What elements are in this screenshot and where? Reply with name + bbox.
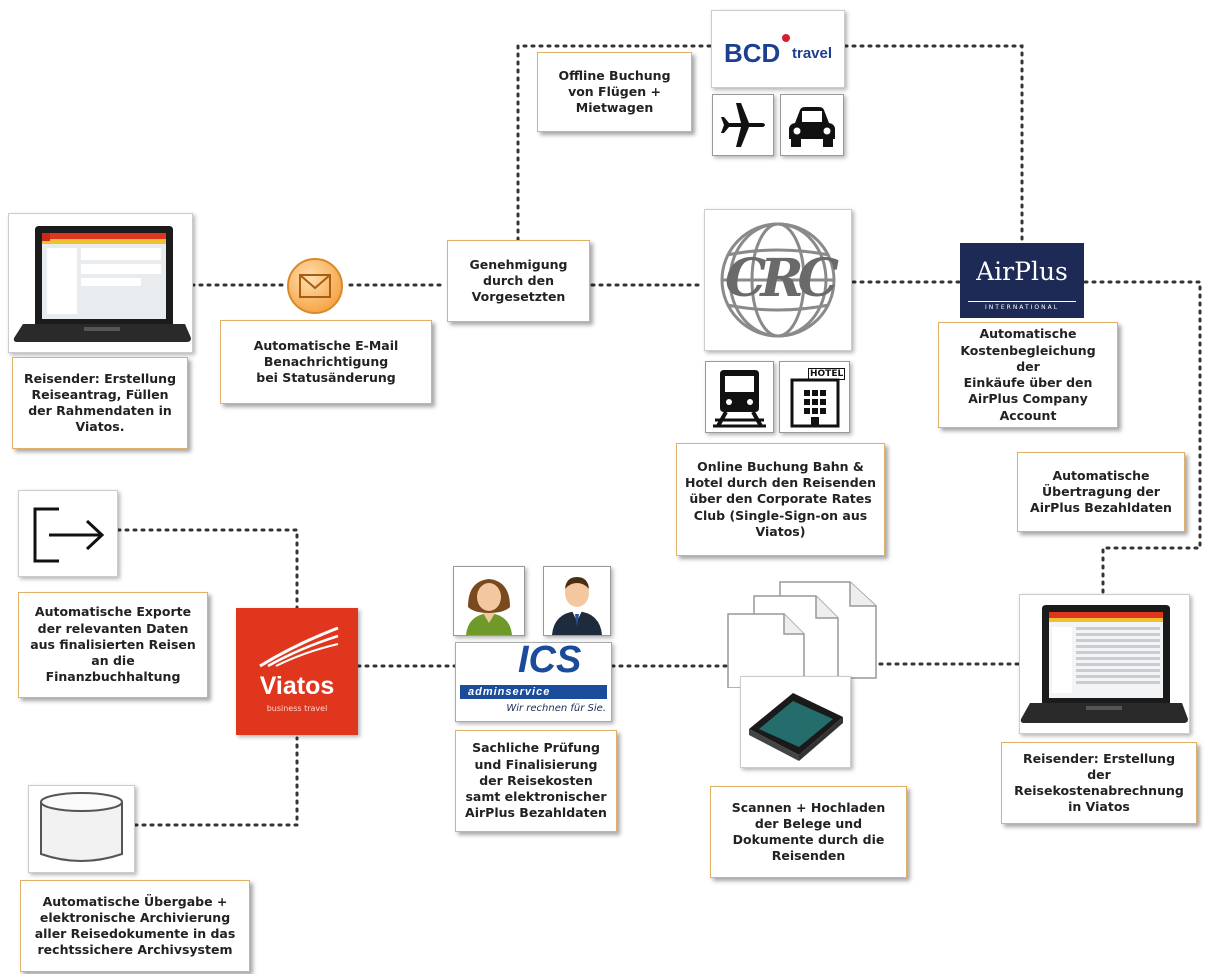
connector-bcd-airplus bbox=[843, 44, 1024, 244]
airplane-icon bbox=[721, 103, 765, 147]
airplus-logo-text: AirPlus bbox=[976, 257, 1068, 286]
note-archive: Automatische Übergabe + elektronische Ar… bbox=[20, 880, 250, 972]
airplus-logo-rule bbox=[968, 301, 1076, 302]
scanner-icon bbox=[749, 693, 843, 761]
export-tile bbox=[18, 490, 118, 577]
note-offline-booking: Offline Buchung von Flügen + Mietwagen bbox=[537, 52, 692, 132]
connector-export-viatos bbox=[116, 528, 299, 610]
person-male-icon bbox=[552, 577, 602, 635]
database-icon bbox=[40, 792, 123, 862]
crc-globe-icon bbox=[720, 222, 836, 338]
note-scan-upload: Scannen + Hochladen der Belege und Dokum… bbox=[710, 786, 907, 878]
viatos-logo-text: Viatos bbox=[259, 672, 335, 700]
person-female-icon bbox=[466, 579, 512, 635]
crc-logo-text: CRC bbox=[725, 248, 839, 309]
note-auto-exports: Automatische Exporte der relevanten Date… bbox=[18, 592, 208, 698]
viatos-swoosh-icon bbox=[259, 626, 339, 668]
airplus-logo-subtext: INTERNATIONAL bbox=[984, 304, 1060, 311]
person-female-tile bbox=[453, 566, 525, 636]
hotel-icon bbox=[790, 378, 840, 428]
mail-icon bbox=[287, 258, 343, 314]
export-icon bbox=[33, 507, 105, 563]
connector-airplus-right bbox=[1083, 280, 1202, 600]
viatos-logo: Viatos business travel bbox=[236, 608, 358, 735]
note-airplus-transfer: Automatische Übertragung der AirPlus Bez… bbox=[1017, 452, 1185, 532]
airplane-tile bbox=[712, 94, 774, 156]
connector-db-viatos bbox=[133, 736, 299, 827]
note-airplus-settlement: Automatische Kostenbegleichung der Einkä… bbox=[938, 322, 1118, 428]
viatos-logo-subtext: business travel bbox=[266, 704, 328, 713]
bcd-logo-subtext: travel bbox=[792, 45, 833, 62]
note-review: Sachliche Prüfung und Finalisierung der … bbox=[455, 730, 617, 832]
note-traveler-create: Reisender: Erstellung Reiseantrag, Fülle… bbox=[12, 357, 188, 449]
hotel-tile: HOTEL bbox=[779, 361, 850, 433]
scanner-tile bbox=[740, 676, 851, 768]
note-approval: Genehmigung durch den Vorgesetzten bbox=[447, 240, 590, 322]
airplus-logo: AirPlus INTERNATIONAL bbox=[960, 243, 1084, 318]
laptop-icon bbox=[13, 226, 191, 342]
connector-approval-bcd bbox=[516, 44, 724, 242]
laptop-expense-icon bbox=[1020, 605, 1188, 723]
car-icon bbox=[789, 107, 835, 147]
train-icon bbox=[713, 370, 766, 428]
ics-logo-text: ICS bbox=[518, 642, 582, 681]
note-auto-email: Automatische E-Mail Benachrichtigung bei… bbox=[220, 320, 432, 404]
person-male-tile bbox=[543, 566, 611, 636]
ics-logo-tagline: Wir rechnen für Sie. bbox=[506, 703, 606, 714]
documents-icon bbox=[727, 581, 877, 688]
database-tile bbox=[28, 785, 135, 873]
bcd-logo-text: BCD bbox=[724, 38, 781, 68]
laptop-tile-request bbox=[8, 213, 193, 353]
crc-logo: CRC bbox=[704, 209, 852, 351]
bcd-travel-logo: BCD travel bbox=[711, 10, 845, 88]
car-tile bbox=[780, 94, 844, 156]
bcd-logo-dot bbox=[782, 34, 790, 42]
hotel-sign-text: HOTEL bbox=[808, 368, 846, 380]
ics-logo: ICS adminservice Wir rechnen für Sie. bbox=[455, 642, 612, 722]
note-traveler-expense: Reisender: Erstellung der Reisekostenabr… bbox=[1001, 742, 1197, 824]
train-tile bbox=[705, 361, 774, 433]
laptop-tile-expense bbox=[1019, 594, 1190, 734]
ics-logo-band: adminservice bbox=[460, 685, 607, 699]
note-online-booking: Online Buchung Bahn & Hotel durch den Re… bbox=[676, 443, 885, 556]
